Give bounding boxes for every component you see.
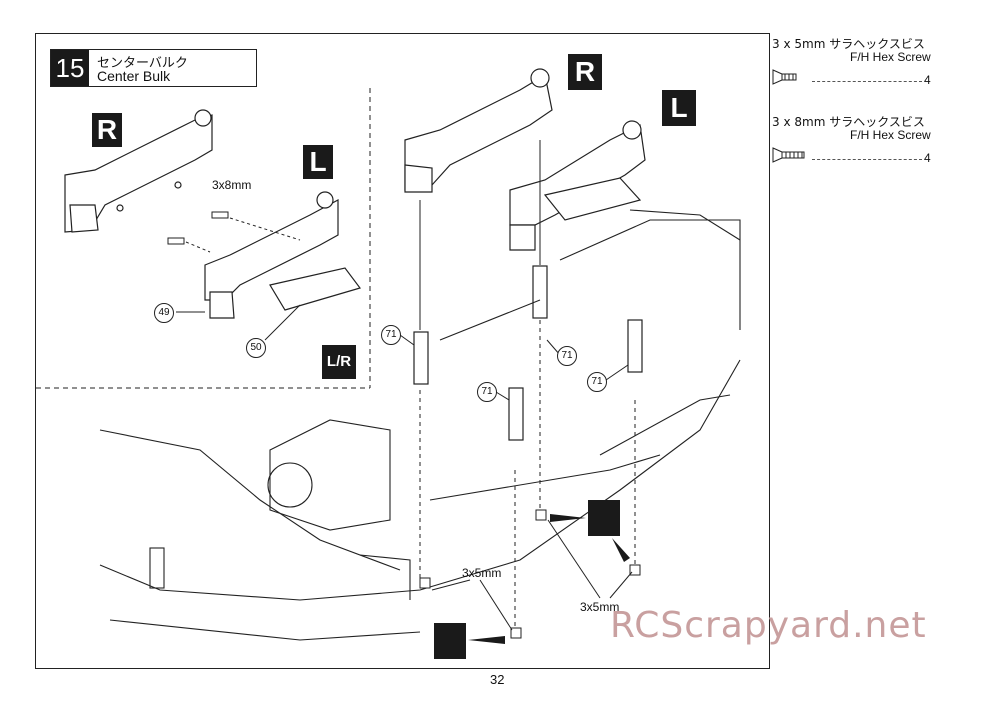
assembly-arrows bbox=[419, 140, 636, 630]
part-size: 3 x 8mm サラヘックスビス bbox=[772, 115, 925, 129]
inset-bulkhead-left bbox=[204, 191, 361, 319]
left-right-symbol: L/R bbox=[322, 345, 356, 379]
part-callout-71-b: 71 bbox=[477, 382, 497, 402]
standoff-posts bbox=[413, 265, 643, 441]
lower-screw-size-label-right: 3x5mm bbox=[580, 600, 620, 614]
step-number: 15 bbox=[51, 50, 89, 86]
step-header: 15 センターバルク Center Bulk bbox=[50, 49, 257, 87]
main-right-badge: R bbox=[568, 54, 602, 90]
chassis-outline bbox=[99, 209, 741, 641]
part-callout-50: 50 bbox=[246, 338, 266, 358]
inset-screws bbox=[167, 211, 229, 245]
inset-bulkhead-right bbox=[64, 109, 213, 233]
part-callout-71-c: 71 bbox=[557, 346, 577, 366]
watermark: RCScrapyard.net bbox=[610, 605, 927, 646]
inset-right-badge: R bbox=[92, 113, 122, 147]
flat-head-screw-icon bbox=[772, 69, 797, 85]
step-title-japanese: センターバルク bbox=[97, 56, 188, 71]
part-callout-49: 49 bbox=[154, 303, 174, 323]
page-number: 32 bbox=[490, 672, 505, 687]
inset-screw-size-label: 3x8mm bbox=[212, 178, 252, 192]
main-left-badge: L bbox=[662, 90, 696, 126]
part-quantity: 4 bbox=[924, 73, 931, 87]
parts-list: 3 x 5mm サラヘックスビス F/H Hex Screw 4 3 x 8mm… bbox=[772, 33, 972, 189]
main-bulkhead-left bbox=[509, 120, 646, 251]
part-quantity: 4 bbox=[924, 151, 931, 165]
hex-driver-icon-lower bbox=[434, 623, 505, 659]
inset-left-badge: L bbox=[303, 145, 333, 179]
parts-list-item: 3 x 5mm サラヘックスビス F/H Hex Screw 4 bbox=[772, 33, 972, 111]
part-size: 3 x 5mm サラヘックスビス bbox=[772, 37, 925, 51]
step-title-english: Center Bulk bbox=[97, 68, 171, 84]
lower-screw-size-label-left: 3x5mm bbox=[462, 566, 502, 580]
flat-head-screw-icon bbox=[772, 147, 805, 163]
part-callout-71-d: 71 bbox=[587, 372, 607, 392]
part-leader-dash bbox=[812, 159, 922, 160]
hex-driver-icon-upper bbox=[550, 500, 630, 562]
part-name: F/H Hex Screw bbox=[850, 128, 931, 142]
part-callout-71-a: 71 bbox=[381, 325, 401, 345]
part-leader-dash bbox=[812, 81, 922, 82]
instruction-frame bbox=[35, 33, 770, 669]
main-bulkhead-right bbox=[404, 68, 553, 193]
callout-leaders bbox=[176, 304, 629, 401]
parts-list-item: 3 x 8mm サラヘックスビス F/H Hex Screw 4 bbox=[772, 111, 972, 189]
part-name: F/H Hex Screw bbox=[850, 50, 931, 64]
lower-screws bbox=[419, 509, 641, 639]
screw-leader-lines bbox=[431, 519, 633, 631]
